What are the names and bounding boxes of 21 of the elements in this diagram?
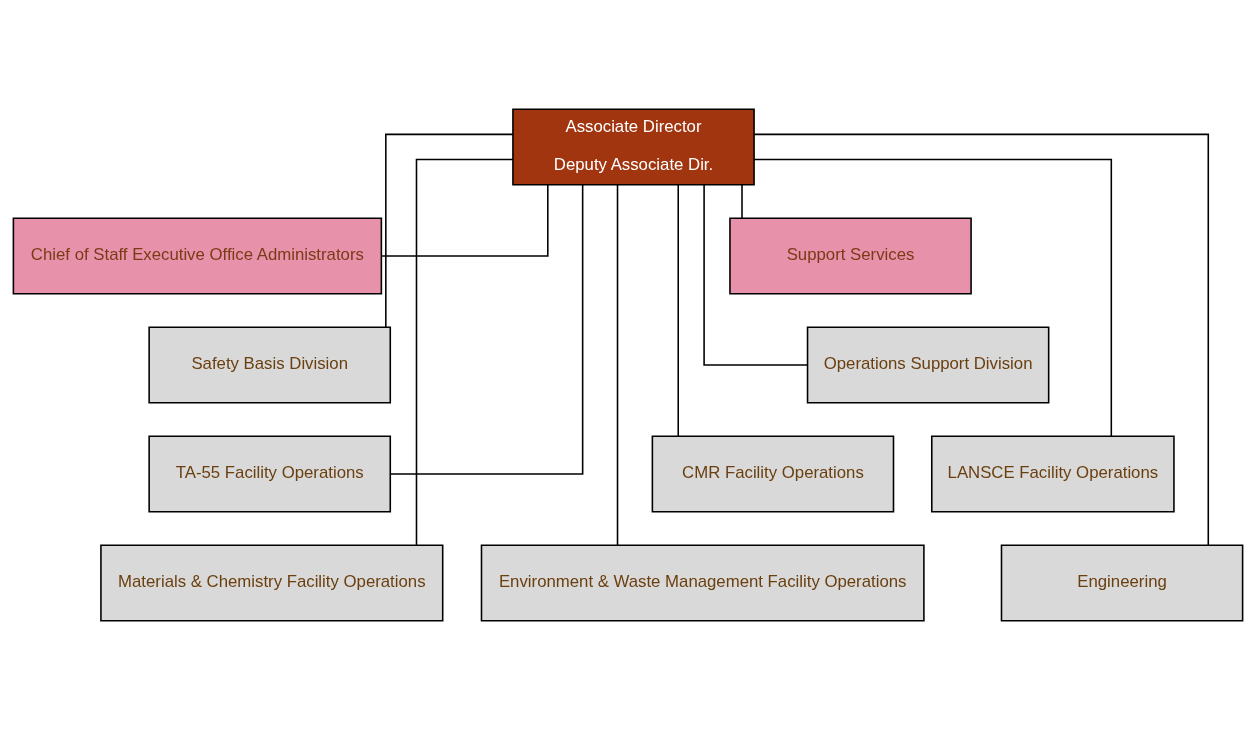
connector: [703, 184, 809, 366]
node-box: Materials & Chemistry Facility Operations: [100, 544, 444, 622]
node-box: Chief of Staff Executive Office Administrators: [12, 217, 383, 295]
connector: [753, 133, 1210, 546]
node-box: Safety Basis Division: [148, 326, 392, 404]
node-box: Environment & Waste Management Facility Operations: [480, 544, 925, 622]
connector: [385, 133, 514, 328]
connector: [381, 183, 549, 257]
connector: [616, 184, 619, 546]
node-box: TA-55 Facility Operations: [148, 435, 392, 513]
connector: [389, 184, 584, 475]
connector: [753, 158, 1113, 437]
connector: [677, 184, 680, 437]
node-box: CMR Facility Operations: [651, 435, 895, 513]
node-box: Associate Director Deputy Associate Dir.: [512, 108, 755, 186]
connector: [415, 158, 514, 546]
node-box: Engineering: [1000, 544, 1244, 622]
node-box: LANSCE Facility Operations: [931, 435, 1175, 513]
connector: [741, 183, 743, 219]
node-box: Support Services: [729, 217, 972, 295]
node-box: Operations Support Division: [806, 326, 1050, 404]
